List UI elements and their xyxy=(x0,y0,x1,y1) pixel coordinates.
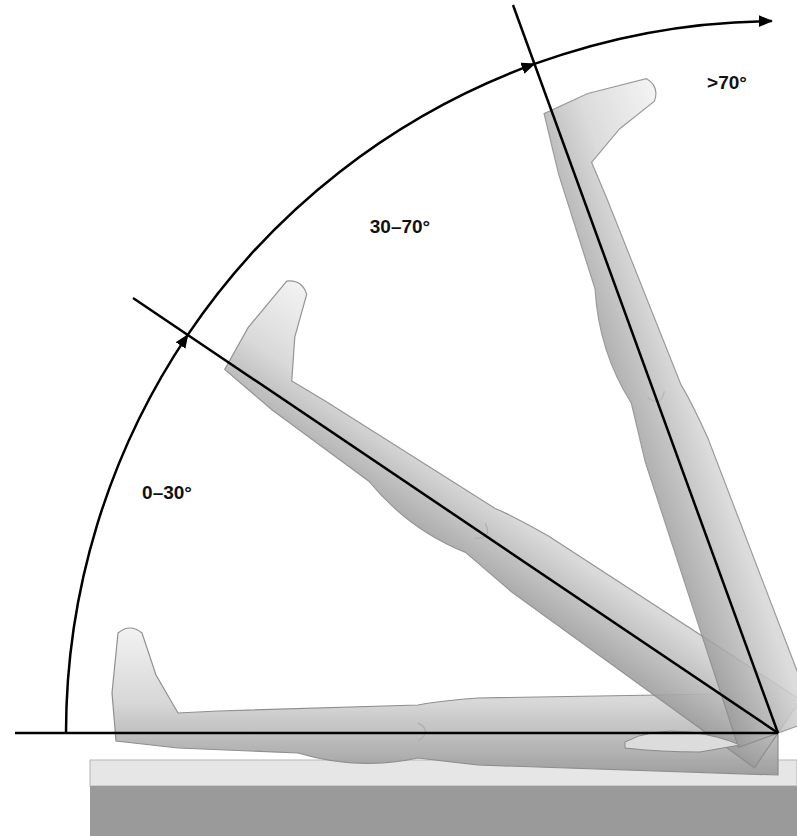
angle-arc xyxy=(66,21,772,733)
arc-arrow xyxy=(534,21,771,64)
arc-arrow xyxy=(188,64,535,335)
leg-raised-high xyxy=(511,71,797,747)
table-base xyxy=(90,786,797,836)
angle-line-70 xyxy=(513,5,778,733)
angle-line-30 xyxy=(133,298,778,733)
angle-label: >70° xyxy=(707,73,747,92)
baseline xyxy=(15,732,778,735)
angle-label: 0–30° xyxy=(142,483,192,502)
angle-label: 30–70° xyxy=(370,217,430,236)
arc-arrow xyxy=(66,335,188,733)
